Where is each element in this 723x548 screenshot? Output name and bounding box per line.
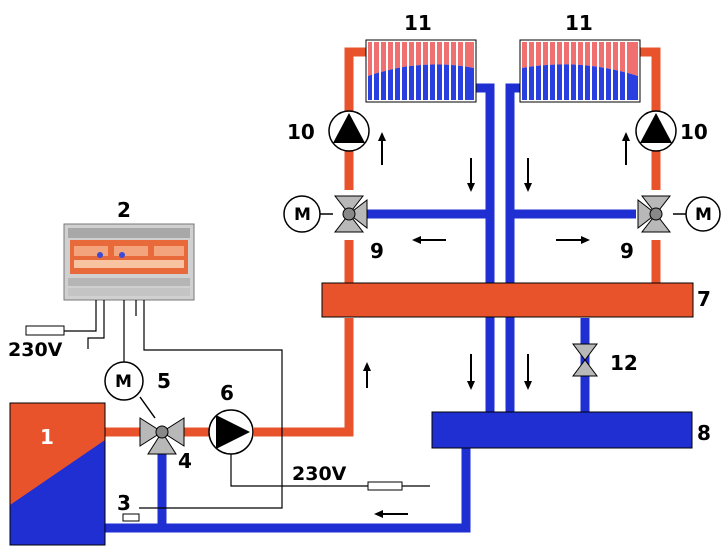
balance-valve [572, 343, 598, 377]
mix-valve-left-label: 9 [370, 239, 384, 263]
pump-right [635, 110, 677, 152]
mix-valve-main [139, 417, 185, 455]
supply-pump-to-distributor [254, 318, 354, 437]
radiator-right-label: 11 [565, 11, 593, 35]
motor-left-symbol: M [294, 205, 311, 225]
supply-right-upper [640, 47, 661, 112]
flow-arrows [363, 132, 630, 518]
fuse-right [367, 481, 403, 491]
mix-valve-left [333, 195, 368, 233]
motor-left: M [283, 195, 333, 233]
radiator-left [365, 39, 477, 103]
motor-main-label: 5 [157, 369, 171, 393]
controller [63, 223, 195, 301]
temp-sensor [122, 513, 140, 522]
pump-main [208, 409, 254, 455]
radiator-right [519, 39, 641, 103]
supply-left-upper [344, 47, 366, 112]
sensor-label: 3 [117, 491, 131, 515]
pump-right-label: 10 [680, 120, 708, 144]
return-pipe-right-radiator [505, 83, 520, 412]
pump-left [328, 110, 370, 152]
motor-right-symbol: M [695, 205, 712, 225]
voltage-left: 230V [8, 339, 63, 361]
pump-left-label: 10 [287, 120, 315, 144]
return-header [431, 411, 693, 449]
motor-main-symbol: M [115, 372, 132, 392]
motor-main: M [104, 361, 156, 419]
supply-pipes [104, 47, 661, 437]
controller-label: 2 [117, 198, 131, 222]
voltage-right: 230V [292, 463, 347, 485]
distributor-label: 7 [697, 287, 711, 311]
boiler-label: 1 [40, 425, 54, 449]
radiator-left-label: 11 [404, 11, 432, 35]
mix-valve-right [637, 195, 672, 233]
motor-right: M [673, 196, 721, 232]
balance-valve-label: 12 [610, 351, 638, 375]
fuse-left [25, 325, 65, 336]
distributor-header [321, 282, 694, 318]
mix-valve-main-label: 4 [178, 449, 192, 473]
return-pipe-bottom [104, 445, 471, 533]
boiler: 1 [9, 402, 106, 546]
return-pipe-left-radiator [476, 83, 495, 412]
wiring [64, 300, 430, 509]
mix-valve-right-label: 9 [620, 239, 634, 263]
pump-main-label: 6 [220, 381, 234, 405]
return-header-label: 8 [697, 421, 711, 445]
